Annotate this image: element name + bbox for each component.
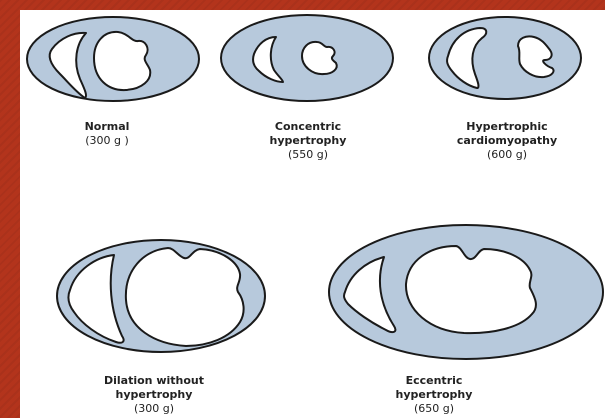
caption-normal-title-line: Normal xyxy=(85,120,130,134)
caption-eccentric-title-line-2: hypertrophy xyxy=(396,388,473,402)
caption-dilation-title-line-2: hypertrophy xyxy=(104,388,204,402)
caption-eccentric: Eccentric hypertrophy (650 g) xyxy=(396,374,473,416)
caption-hcm-title: Hypertrophic cardiomyopathy xyxy=(457,120,557,148)
caption-normal-weight: (300 g ) xyxy=(85,134,130,148)
caption-dilation-title-line-1: Dilation without xyxy=(104,374,204,388)
normal-heart-section xyxy=(27,17,199,101)
normal-left-ventricle-cavity xyxy=(94,32,150,90)
caption-concentric-title-line-2: hypertrophy xyxy=(270,134,347,148)
caption-concentric-title: Concentric hypertrophy xyxy=(270,120,347,148)
hcm-heart-section xyxy=(429,17,581,99)
eccentric-heart-section xyxy=(329,225,603,359)
concentric-left-ventricle-cavity xyxy=(302,42,337,74)
eccentric-left-ventricle-cavity xyxy=(406,246,536,333)
caption-eccentric-title: Eccentric hypertrophy xyxy=(396,374,473,402)
dilation-left-ventricle-cavity xyxy=(126,248,244,346)
caption-dilation-weight: (300 g) xyxy=(104,402,204,416)
concentric-heart-section xyxy=(221,15,393,101)
caption-concentric-weight: (550 g) xyxy=(270,148,347,162)
caption-hcm-title-line-1: Hypertrophic xyxy=(457,120,557,134)
caption-normal: Normal (300 g ) xyxy=(85,120,130,148)
caption-eccentric-title-line-1: Eccentric xyxy=(396,374,473,388)
caption-hcm: Hypertrophic cardiomyopathy (600 g) xyxy=(457,120,557,162)
caption-normal-title: Normal xyxy=(85,120,130,134)
heart-cross-sections xyxy=(20,10,605,418)
caption-hcm-weight: (600 g) xyxy=(457,148,557,162)
figure-panel: Normal (300 g ) Concentric hypertrophy (… xyxy=(20,10,605,418)
caption-hcm-title-line-2: cardiomyopathy xyxy=(457,134,557,148)
caption-concentric: Concentric hypertrophy (550 g) xyxy=(270,120,347,162)
caption-dilation: Dilation without hypertrophy (300 g) xyxy=(104,374,204,416)
caption-dilation-title: Dilation without hypertrophy xyxy=(104,374,204,402)
caption-concentric-title-line-1: Concentric xyxy=(270,120,347,134)
dilation-heart-section xyxy=(57,240,265,352)
caption-eccentric-weight: (650 g) xyxy=(396,402,473,416)
